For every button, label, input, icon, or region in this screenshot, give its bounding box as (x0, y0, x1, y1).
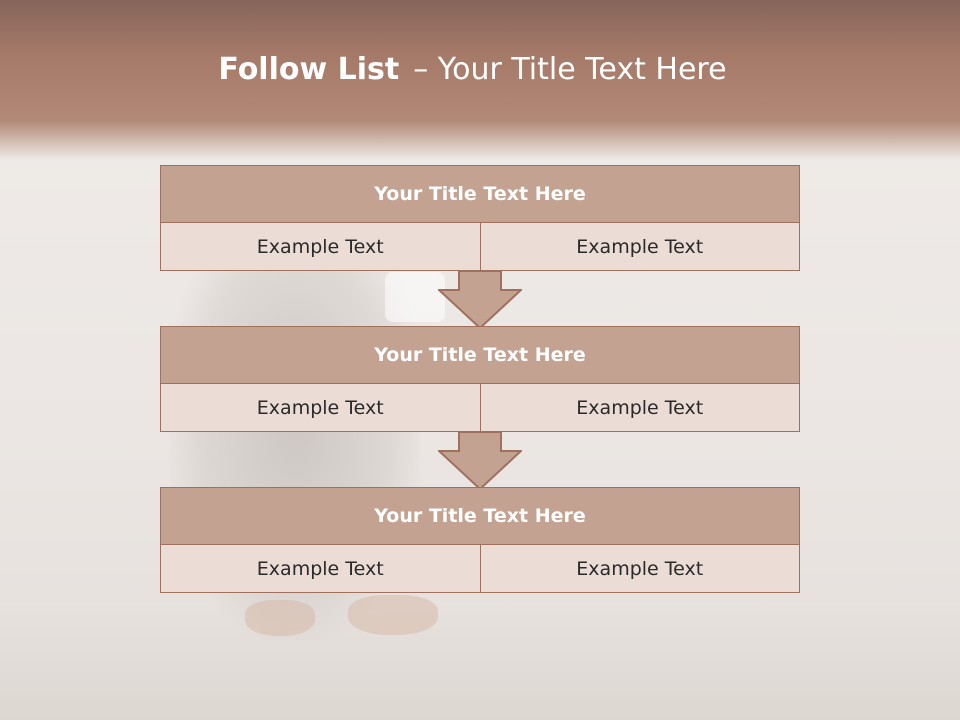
background-feet-left (245, 600, 315, 636)
step-cell-left: Example Text (160, 384, 481, 432)
step-cell-right: Example Text (480, 223, 800, 271)
down-arrow-icon (438, 271, 522, 329)
step-title: Your Title Text Here (160, 165, 800, 223)
page-title-rest: – Your Title Text Here (413, 52, 727, 87)
step-row: Example Text Example Text (160, 545, 800, 593)
step-row: Example Text Example Text (160, 384, 800, 432)
step-cell-right: Example Text (480, 545, 800, 593)
page-title-bold: Follow List (218, 52, 400, 87)
step-row: Example Text Example Text (160, 223, 800, 271)
down-arrow-icon (438, 432, 522, 490)
page-title: Follow List – Your Title Text Here (0, 52, 945, 87)
step-cell-right: Example Text (480, 384, 800, 432)
step-block-2: Your Title Text Here Example Text Exampl… (160, 326, 800, 432)
background-figure-shirt (385, 272, 445, 322)
step-block-3: Your Title Text Here Example Text Exampl… (160, 487, 800, 593)
step-cell-left: Example Text (160, 545, 481, 593)
step-block-1: Your Title Text Here Example Text Exampl… (160, 165, 800, 271)
step-title: Your Title Text Here (160, 487, 800, 545)
background-floor (0, 600, 960, 720)
step-cell-left: Example Text (160, 223, 481, 271)
step-title: Your Title Text Here (160, 326, 800, 384)
background-feet-right (348, 595, 438, 635)
header-band (0, 0, 960, 160)
